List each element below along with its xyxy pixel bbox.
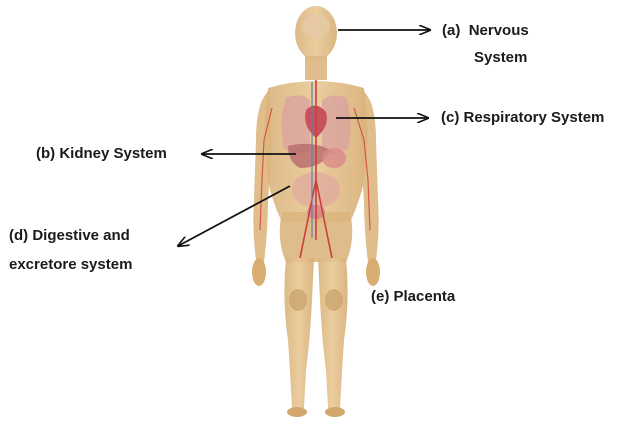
- label-digestive-line1: (d) Digestive and: [9, 225, 130, 247]
- label-nervous-line2: System: [474, 47, 527, 69]
- right-arm: [360, 90, 379, 262]
- label-respiratory: (c) Respiratory System: [441, 107, 604, 129]
- label-nervous-id: (a): [442, 22, 460, 39]
- right-foot: [325, 407, 345, 417]
- human-figure: [252, 6, 380, 417]
- brain: [302, 14, 330, 38]
- label-placenta: (e) Placenta: [371, 286, 455, 308]
- arrow-digestive: [178, 186, 290, 246]
- right-leg: [318, 258, 348, 408]
- right-knee: [325, 289, 343, 311]
- left-leg: [284, 258, 314, 408]
- right-hand: [366, 258, 380, 286]
- right-lung: [322, 95, 351, 153]
- label-kidney: (b) Kidney System: [36, 143, 167, 165]
- neck: [305, 56, 327, 80]
- left-hand: [252, 258, 266, 286]
- left-foot: [287, 407, 307, 417]
- left-knee: [289, 289, 307, 311]
- label-digestive-line2: excretore system: [9, 254, 132, 276]
- label-nervous-line1: (a) Nervous: [442, 20, 529, 42]
- label-nervous-word: Nervous: [469, 22, 529, 39]
- stomach: [322, 148, 346, 168]
